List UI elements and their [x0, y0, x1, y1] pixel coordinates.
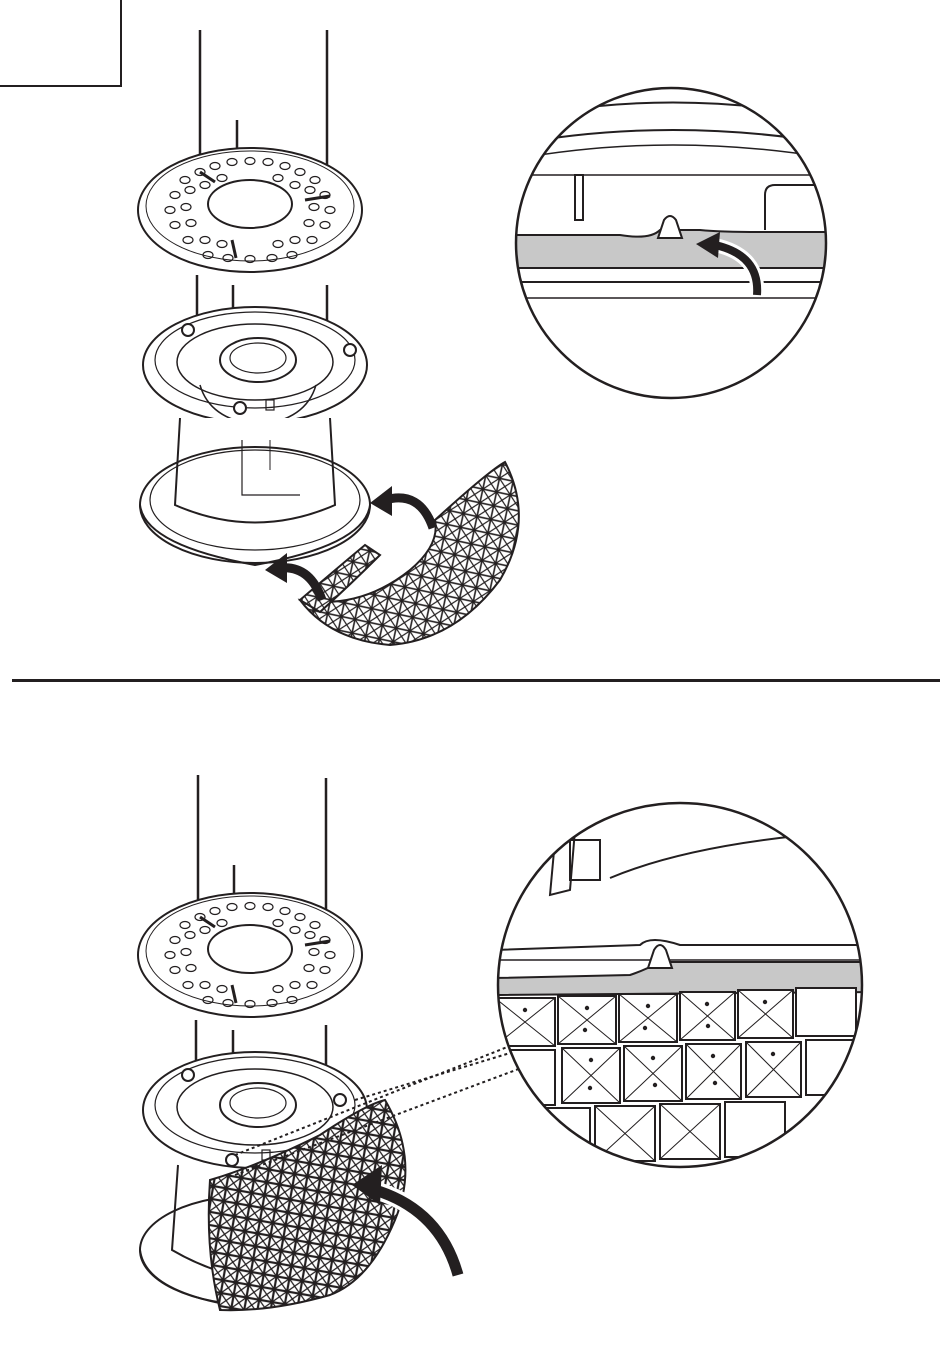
step-2-panel — [0, 685, 950, 1362]
housing-top-ring — [143, 307, 367, 425]
mesh-closeup — [495, 988, 861, 1163]
magnifier-callout-icon — [495, 800, 870, 1170]
magnifier-callout-icon — [510, 80, 840, 410]
step-divider — [12, 679, 940, 682]
step-1-panel — [0, 0, 950, 675]
perforated-plate — [138, 893, 362, 1017]
step-1-illustration — [0, 0, 950, 675]
curved-arrow-icon — [370, 486, 433, 528]
housing-cylinder — [175, 418, 335, 523]
step-2-illustration — [0, 685, 950, 1362]
perforated-plate — [138, 148, 362, 272]
